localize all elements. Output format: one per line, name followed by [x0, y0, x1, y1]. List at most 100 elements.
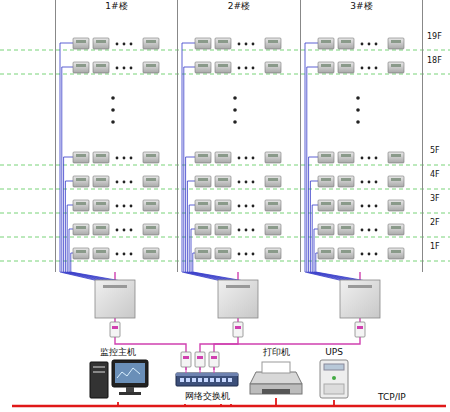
meter-icon	[215, 176, 231, 187]
meter-icon	[338, 224, 354, 235]
concentrator-box	[95, 280, 135, 318]
meter-icon	[93, 200, 109, 211]
rs485-wire	[314, 229, 368, 282]
ellipsis-dot	[238, 181, 241, 184]
ellipsis-dot	[238, 253, 241, 256]
converter-cable	[200, 367, 201, 373]
ellipsis-dot	[245, 205, 248, 208]
ellipsis-dot	[123, 181, 126, 184]
meter-icon	[388, 176, 404, 187]
ellipsis-dot	[245, 43, 248, 46]
ellipsis-dot	[252, 157, 255, 160]
concentrator-display	[103, 285, 127, 288]
floor-label: 5F	[430, 147, 440, 156]
ups-unit	[320, 360, 348, 398]
host-computer	[90, 360, 148, 398]
meter-icon	[93, 62, 109, 73]
meter-icon	[388, 38, 404, 49]
meter-icon	[265, 200, 281, 211]
meter-icon	[338, 62, 354, 73]
floor-line	[0, 165, 450, 166]
rs485-wire	[67, 205, 119, 282]
meter-icon	[215, 62, 231, 73]
meter-icon	[338, 200, 354, 211]
ellipsis-dot	[123, 157, 126, 160]
meter-icon	[388, 152, 404, 163]
connector	[214, 272, 360, 370]
meter-icon	[215, 200, 231, 211]
concentrator-box	[340, 280, 380, 318]
building-band: 3#楼	[300, 0, 423, 272]
floor-label: 3F	[430, 195, 440, 204]
ellipsis-dot	[361, 229, 364, 232]
meter-icon	[388, 200, 404, 211]
ellipsis-dot	[368, 43, 371, 46]
meter-icon	[388, 224, 404, 235]
meter-icon	[318, 62, 334, 73]
ellipsis-dot	[238, 67, 241, 70]
device-label: 监控主机	[99, 348, 137, 358]
meter-icon	[265, 176, 281, 187]
meter-icon	[195, 200, 211, 211]
meter-icon	[73, 200, 89, 211]
ellipsis-dot	[245, 67, 248, 70]
rs485-wire	[310, 181, 360, 282]
rs485-wire	[65, 181, 115, 282]
rs485-wire	[187, 181, 238, 282]
ellipsis-dot	[252, 229, 255, 232]
meter-icons	[73, 38, 404, 259]
meter-icon	[73, 224, 89, 235]
device-label: UPS	[324, 348, 344, 358]
meter-icon	[143, 200, 159, 211]
printer	[250, 362, 302, 394]
ellipsis-dot	[130, 253, 133, 256]
ellipsis-dot	[375, 205, 378, 208]
ellipsis-dot	[116, 253, 119, 256]
ellipsis-dot	[361, 67, 364, 70]
meter-icon	[338, 248, 354, 259]
floor-line	[0, 74, 450, 75]
converter-led	[357, 326, 363, 329]
ellipsis-dot	[238, 205, 241, 208]
device-node: 打印机	[246, 346, 306, 398]
device-node: 网络交换机	[172, 370, 242, 404]
ellipsis-dot	[375, 253, 378, 256]
floor-label: 4F	[430, 171, 440, 180]
meter-icon	[318, 248, 334, 259]
meter-icon	[338, 176, 354, 187]
converter-icon	[110, 322, 120, 337]
ellipsis-dot	[245, 157, 248, 160]
meter-icon	[93, 248, 109, 259]
ellipsis-dot	[123, 229, 126, 232]
meter-icon	[143, 224, 159, 235]
rs485-wire	[189, 205, 242, 282]
meter-icon	[143, 62, 159, 73]
floor-label: 1F	[430, 243, 440, 252]
meter-icon	[265, 38, 281, 49]
meter-icon	[318, 224, 334, 235]
meter-icon	[338, 152, 354, 163]
concentrator-display	[348, 285, 372, 288]
meter-icon	[265, 248, 281, 259]
meter-icon	[318, 200, 334, 211]
ellipsis-dot	[111, 120, 115, 124]
ellipsis-dot	[361, 43, 364, 46]
bus-wires	[60, 43, 372, 282]
ellipsis-dot	[368, 229, 371, 232]
ellipsis-dot	[238, 157, 241, 160]
ellipsis-dot	[361, 253, 364, 256]
meter-icon	[195, 38, 211, 49]
ellipsis-dot	[116, 157, 119, 160]
meter-icon	[143, 248, 159, 259]
meter-icon	[265, 224, 281, 235]
converter-led	[197, 356, 203, 359]
ellipsis-dot	[368, 157, 371, 160]
meter-icon	[195, 152, 211, 163]
ellipsis-dot	[368, 67, 371, 70]
ellipsis-dot	[116, 181, 119, 184]
meter-icon	[73, 248, 89, 259]
concentrator-box	[218, 280, 258, 318]
ellipsis-dot	[375, 157, 378, 160]
ellipsis-dot	[375, 67, 378, 70]
